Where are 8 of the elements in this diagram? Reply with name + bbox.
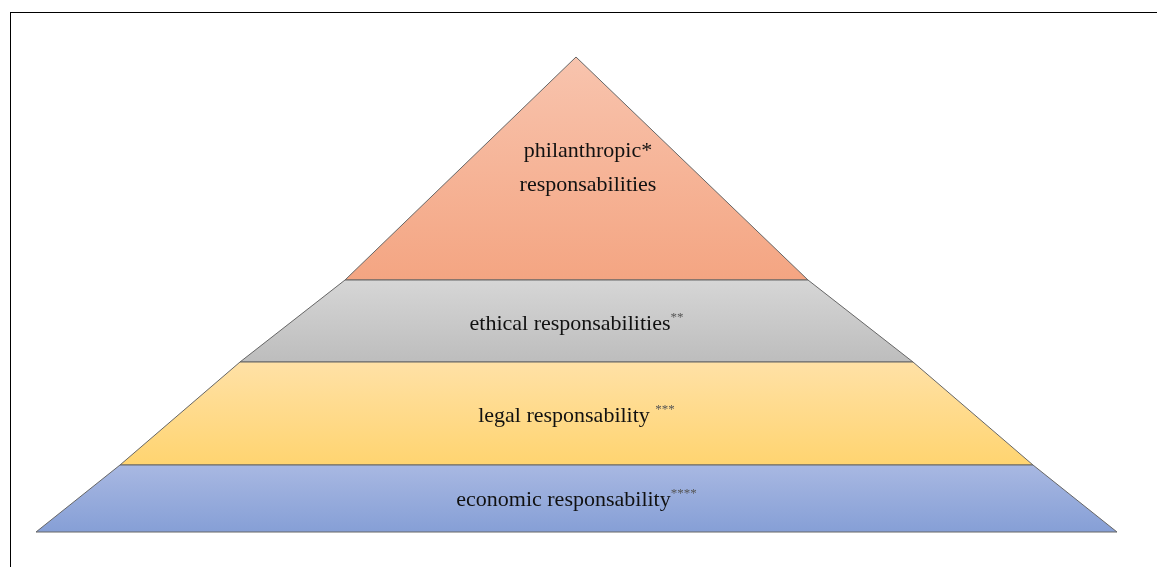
pyramid-band: [120, 362, 1033, 465]
layer-label: legal responsability $^{***}$: [478, 400, 675, 429]
layer-label: ethical responsabilities$^{**}$: [469, 308, 684, 337]
layer-label: philanthropic* responsabilities: [518, 136, 658, 199]
layer-label: economic responsability$^{****}$: [456, 484, 697, 513]
pyramid-band: [36, 465, 1117, 532]
pyramid-top-triangle: [345, 57, 808, 280]
pyramid-band: [240, 280, 913, 362]
